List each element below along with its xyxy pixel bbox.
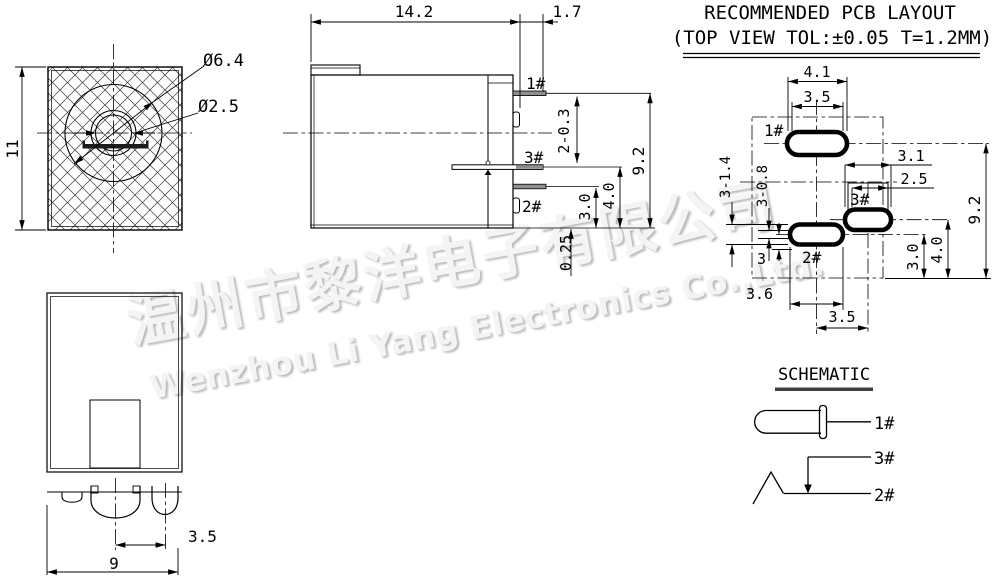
schematic-pin1-label: 1#	[874, 414, 895, 434]
dim-pin-length-text: 1.7	[553, 2, 582, 21]
dim-bottom-pitch: 3.5	[115, 527, 217, 548]
dim-pin-thickness-text: 2-0.3	[555, 108, 573, 153]
schematic-switch-contact	[752, 470, 785, 505]
dim-pcb-n3-text: 3	[757, 250, 766, 268]
dim-side-width-text: 14.2	[395, 2, 434, 21]
schematic-pin3-label: 3#	[874, 449, 895, 469]
schematic-pin-symbol	[754, 409, 821, 434]
dim-pcb-bottom: 3.6 3.5	[746, 247, 868, 331]
dim-pcb-pad1-outer-text: 4.1	[803, 63, 830, 81]
side-tab-upper	[512, 111, 520, 128]
dim-bottom-width-text: 9	[109, 554, 119, 573]
dim-pcb-pad3-slot-text: 2.5	[900, 170, 927, 188]
dim-pcb-slots-inner-text: 3-0.8	[755, 165, 771, 207]
dim-bottom-pitch-text: 3.5	[188, 527, 217, 546]
pcb-layout: RECOMMENDED PCB LAYOUT (TOP VIEW TOL:±0.…	[672, 2, 992, 334]
schematic: SCHEMATIC 1# 3# 2#	[752, 365, 895, 506]
pcb-pad3	[842, 207, 894, 233]
dim-pcb-h3-text: 3.0	[904, 243, 922, 270]
bottom-pin-right	[151, 486, 179, 515]
dim-pcb-pad1-outer: 4.1 3.5	[787, 63, 848, 131]
pcb-outline	[751, 116, 884, 279]
pcb-subtitle: (TOP VIEW TOL:±0.05 T=1.2MM)	[672, 27, 992, 49]
dim-pcb-pitch-text: 3.5	[828, 308, 855, 326]
dim-side-total-height-text: 9.2	[629, 147, 648, 176]
dim-front-height-text: 11	[3, 139, 22, 158]
dim-pin-diameter: Ø2.5	[74, 97, 239, 136]
side-pin1-label: 1#	[526, 74, 546, 93]
dim-bottom-width: 9	[46, 505, 179, 575]
dim-front-height: 11	[3, 66, 46, 231]
dim-pcb-left: 3-1.4 3-0.8 3	[718, 156, 792, 268]
dim-pcb-pad1-slot-text: 3.5	[803, 88, 830, 106]
dim-side-h3-text: 3.0	[576, 193, 594, 220]
dim-outer-diameter: Ø6.4	[73, 51, 244, 165]
dim-pcb-pad3-outer-text: 3.1	[897, 147, 924, 165]
dim-side-h4-text: 4.0	[600, 182, 618, 209]
pin-slot-bar	[83, 144, 148, 149]
schematic-pin2-label: 2#	[874, 486, 895, 506]
dim-pcb-h4-text: 4.0	[928, 236, 946, 263]
front-view: 11 Ø6.4 Ø2.5	[3, 44, 244, 253]
pcb-pad2-label: 2#	[802, 248, 822, 267]
side-view: 1# 3# 2# 14.2 1.7 2-0.3	[283, 2, 655, 276]
pcb-title: RECOMMENDED PCB LAYOUT	[704, 2, 956, 24]
schematic-switch-arrow	[804, 484, 812, 494]
bottom-view: 3.5 9	[46, 292, 217, 575]
dim-pcb-slots-outer-text: 3-1.4	[718, 156, 734, 198]
side-pin2-label: 2#	[522, 197, 542, 216]
dim-pcb-right: 3.1 2.5 9.2 4.0 3.0	[844, 143, 991, 279]
dim-side-offset-text: 0.25	[557, 235, 575, 271]
pcb-pad1	[784, 129, 850, 158]
pcb-pad1-label: 1#	[764, 121, 784, 140]
side-pin3-label: 3#	[524, 148, 544, 167]
pcb-pad2	[787, 222, 846, 247]
schematic-title: SCHEMATIC	[778, 365, 870, 385]
dim-side-right: 2-0.3 9.2 4.0 3.0 0.25	[513, 92, 655, 276]
dim-side-width: 14.2 1.7	[310, 2, 582, 108]
dim-pcb-pad2-outer-text: 3.6	[746, 285, 773, 303]
side-tab-lower	[512, 197, 520, 214]
dim-outer-diameter-text: Ø6.4	[203, 51, 244, 71]
bottom-tab-left	[61, 492, 83, 503]
dim-pcb-total-height-text: 9.2	[965, 196, 984, 225]
dim-pin-diameter-text: Ø2.5	[198, 97, 239, 117]
side-pin2	[512, 183, 547, 190]
pcb-pad3-label: 3#	[850, 190, 870, 209]
schematic-underline	[775, 387, 873, 391]
